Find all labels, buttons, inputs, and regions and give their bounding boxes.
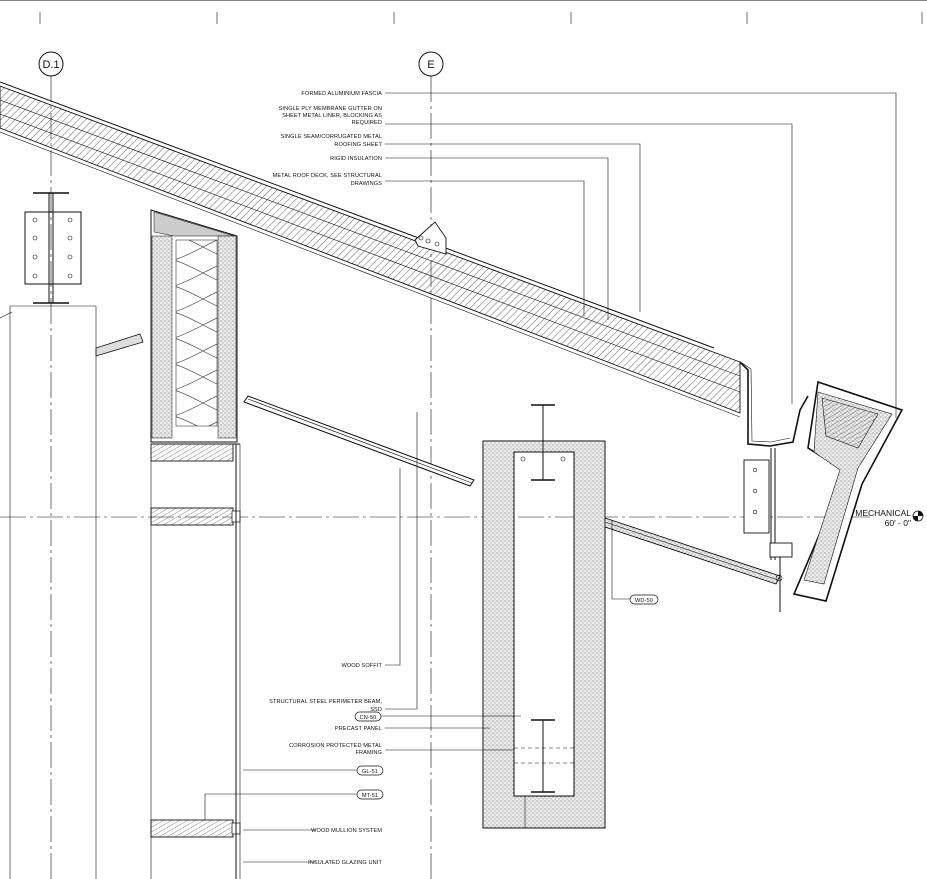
precast-beam-panel [482,440,606,829]
interior-wall-left [0,305,97,879]
svg-text:SHEET METAL LINER, BLOCKING AS: SHEET METAL LINER, BLOCKING AS [282,113,382,119]
sheet-border [0,0,927,24]
svg-text:INSULATED GLAZING UNIT: INSULATED GLAZING UNIT [308,860,382,866]
note-wood-mullion: WOOD MULLION SYSTEM [311,828,382,834]
note-roof-deck: METAL ROOF DECK, SEE STRUCTURAL DRAWINGS [273,173,383,187]
svg-text:ROOFING SHEET: ROOFING SHEET [334,142,382,148]
svg-text:REQUIRED: REQUIRED [352,120,382,126]
fascia-hanger [769,542,793,612]
steel-beam-lower [514,719,574,793]
tag-cn50: CN-50 [354,711,382,722]
gutter-assembly [739,361,809,447]
svg-text:CN-50: CN-50 [360,715,377,721]
level-elevation: 60' - 0" [885,518,911,528]
wood-block-middle [150,507,241,526]
ceiling-soffit-strip-left [95,333,144,357]
grid-line-e: E [418,51,444,879]
svg-text:PRECAST PANEL: PRECAST PANEL [335,726,382,732]
steel-beam-upper [520,404,566,481]
svg-text:SINGLE PLY MEMBRANE GUTTER ON: SINGLE PLY MEMBRANE GUTTER ON [279,106,382,112]
svg-text:WOOD MULLION SYSTEM: WOOD MULLION SYSTEM [311,828,382,834]
level-marker-icon [912,510,924,522]
tag-mt51: MT-51 [356,789,384,800]
wood-soffit-panel [243,395,475,487]
svg-text:GL-51: GL-51 [362,769,378,775]
glazing-line [235,444,241,879]
svg-text:MT-51: MT-51 [362,793,378,799]
svg-text:FRAMING: FRAMING [356,750,383,756]
roof-assembly [0,81,741,418]
grid-bubble-d1: D.1 [42,59,59,71]
note-fascia: FORMED ALUMINIUM FASCIA [301,91,382,97]
svg-text:FORMED ALUMINIUM FASCIA: FORMED ALUMINIUM FASCIA [301,91,382,97]
svg-text:STRUCTURAL STEEL PERIMETER BEA: STRUCTURAL STEEL PERIMETER BEAM, [269,699,382,705]
svg-text:CORROSION PROTECTED METAL: CORROSION PROTECTED METAL [289,743,382,749]
fascia-steel-bracket [743,448,776,560]
note-roofing-sheet: SINGLE SEAM/CORRUGATED METAL ROOFING SHE… [281,134,383,148]
tag-gl51: GL-51 [356,765,384,776]
fascia-panel [792,380,904,602]
note-metal-framing: CORROSION PROTECTED METAL FRAMING [289,743,382,756]
level-name: MECHANICAL [855,508,911,518]
grid-line-d1: D.1 [38,51,64,879]
grid-bubble-e: E [427,59,434,71]
note-gutter: SINGLE PLY MEMBRANE GUTTER ON SHEET META… [279,106,382,126]
tag-wd50: WD-50 [629,594,659,605]
svg-text:METAL ROOF DECK, SEE STRUCTURA: METAL ROOF DECK, SEE STRUCTURAL [273,173,382,179]
note-steel-beam: STRUCTURAL STEEL PERIMETER BEAM, SSD [269,699,382,713]
note-precast-panel: PRECAST PANEL [335,726,382,732]
svg-text:WOOD SOFFIT: WOOD SOFFIT [341,663,382,669]
wood-block-lower [150,819,241,838]
outer-soffit-panel [604,517,781,585]
svg-text:WD-50: WD-50 [635,598,653,604]
svg-text:DRAWINGS: DRAWINGS [351,181,383,187]
insulated-wall-panel [150,209,240,445]
svg-text:RIGID INSULATION: RIGID INSULATION [330,156,382,162]
note-rigid-insulation: RIGID INSULATION [330,156,382,162]
leader-lines [204,92,897,863]
roof-clip-bracket [414,221,447,255]
svg-text:SINGLE SEAM/CORRUGATED METAL: SINGLE SEAM/CORRUGATED METAL [281,134,382,140]
note-wood-soffit: WOOD SOFFIT [341,663,382,669]
steel-column-d1 [24,192,82,304]
note-glazing-unit: INSULATED GLAZING UNIT [308,860,382,866]
svg-text:SSD: SSD [370,707,382,713]
level-line: MECHANICAL 60' - 0" [0,508,924,528]
wood-block-upper [150,443,234,462]
